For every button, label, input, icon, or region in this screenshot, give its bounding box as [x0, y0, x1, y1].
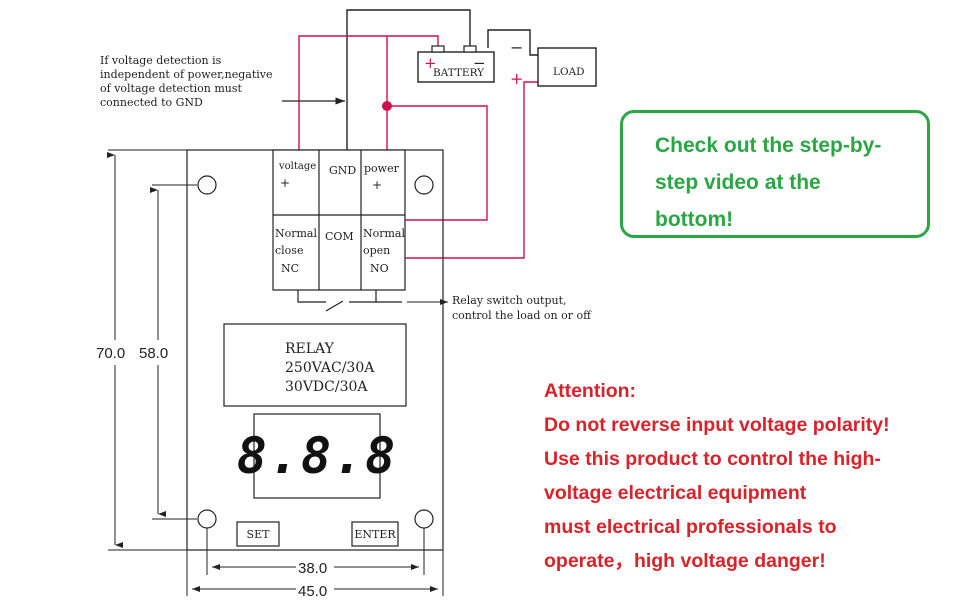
attention-heading: Attention:: [544, 380, 637, 402]
seven-segment-display: 8.8.8: [237, 413, 398, 499]
terminal-nc-label: NC: [281, 262, 299, 275]
red-wires: [298, 35, 538, 259]
height-outer-label: 70.0: [96, 345, 125, 362]
relay-spec-line: 250VAC/30A: [285, 360, 375, 376]
height-inner-label: 58.0: [139, 345, 168, 362]
callout-line: step video at the: [655, 171, 821, 194]
relay-spec-line: 30VDC/30A: [285, 379, 368, 395]
attention-warning: Attention: Do not reverse input voltage …: [544, 374, 964, 578]
terminal-nc-label: Normal: [275, 227, 317, 240]
set-button-label: SET: [247, 528, 271, 541]
svg-text:If voltage detection is: If voltage detection is independent of p…: [100, 54, 276, 109]
relay-spec-line: RELAY: [285, 341, 335, 357]
relay-note: Relay switch output, control the load on…: [407, 294, 592, 322]
attention-line: Use this product to control the high-: [544, 448, 881, 470]
junction-dot: [382, 101, 392, 111]
relay-switch-symbol: [297, 290, 402, 312]
terminal-com-label: COM: [325, 230, 354, 243]
terminal-no-label: Normal: [363, 227, 405, 240]
set-button[interactable]: SET: [236, 521, 280, 547]
width-inner-label: 38.0: [298, 560, 327, 577]
terminal-gnd-label: GND: [329, 164, 356, 177]
battery-label: BATTERY: [433, 67, 485, 79]
callout-line: Check out the step-by-: [655, 134, 882, 157]
relay-note-line: control the load on or off: [452, 309, 592, 322]
dimension-lines: [107, 149, 444, 596]
svg-text:RELAY 250VAC/30A: RELAY 250VAC/30A 30VDC/30A: [285, 341, 379, 395]
terminal-labels: voltage + GND power + Normal close NC CO…: [275, 161, 405, 275]
terminal-power-sign: +: [372, 178, 382, 192]
terminal-power-label: power: [364, 162, 400, 175]
display-value: 8.8.8: [237, 427, 398, 485]
width-outer-label: 45.0: [298, 583, 327, 600]
video-callout: Check out the step-by- step video at the…: [620, 110, 930, 238]
load-minus-label: −: [510, 38, 523, 57]
terminal-nc-label: close: [275, 244, 303, 257]
battery: + − BATTERY: [417, 45, 495, 83]
terminal-voltage-sign: +: [280, 176, 290, 190]
load: LOAD − +: [510, 38, 597, 88]
terminal-block: [272, 149, 406, 291]
attention-line: operate，high voltage danger!: [544, 550, 826, 572]
gnd-wire: [346, 9, 538, 150]
terminal-voltage-label: voltage: [278, 161, 316, 172]
relay-note-line: Relay switch output,: [452, 294, 567, 307]
attention-line: voltage electrical equipment: [544, 482, 807, 504]
dimension-labels: 70.0 58.0 38.0 45.0: [96, 345, 327, 600]
load-plus-label: +: [510, 69, 523, 88]
gnd-note-line: If voltage detection is: [100, 54, 222, 67]
terminal-no-label: NO: [370, 262, 389, 275]
battery-plus-label: +: [424, 54, 437, 72]
enter-button[interactable]: ENTER: [351, 521, 399, 547]
gnd-note-line: of voltage detection must: [100, 82, 243, 95]
svg-text:Relay switch output, c: Relay switch output, control the load on…: [452, 294, 592, 322]
enter-button-label: ENTER: [354, 528, 396, 541]
gnd-note-line: independent of power,negative: [100, 68, 273, 81]
attention-line: Do not reverse input voltage polarity!: [544, 414, 890, 436]
gnd-note: If voltage detection is independent of p…: [100, 54, 345, 109]
terminal-no-label: open: [363, 244, 390, 257]
battery-minus-label: −: [473, 54, 486, 72]
attention-line: must electrical professionals to: [544, 516, 837, 538]
callout-line: bottom!: [655, 208, 734, 231]
relay-spec-box: RELAY 250VAC/30A 30VDC/30A: [223, 323, 407, 407]
gnd-note-line: connected to GND: [100, 96, 203, 109]
load-label: LOAD: [553, 66, 585, 78]
